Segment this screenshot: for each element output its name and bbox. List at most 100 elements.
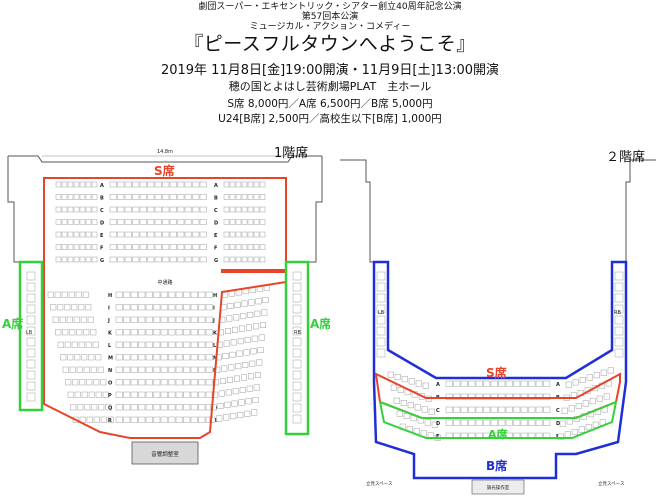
seat bbox=[153, 354, 161, 361]
seat bbox=[162, 181, 170, 188]
seat bbox=[198, 391, 206, 398]
seat bbox=[596, 395, 603, 402]
seat bbox=[145, 391, 153, 398]
seat bbox=[218, 390, 225, 397]
seat bbox=[138, 329, 146, 336]
row-label-L-right: L bbox=[213, 343, 217, 349]
seat bbox=[192, 181, 200, 188]
seat bbox=[76, 329, 83, 336]
seat bbox=[67, 194, 74, 200]
seat bbox=[453, 419, 461, 426]
seat bbox=[565, 381, 572, 388]
seat bbox=[169, 181, 177, 188]
floor2-b-label: B席 bbox=[486, 458, 507, 473]
seat bbox=[73, 231, 80, 238]
seat bbox=[168, 354, 176, 361]
seat bbox=[253, 244, 260, 250]
seat bbox=[168, 291, 176, 298]
box-seat-right bbox=[292, 282, 302, 292]
seat bbox=[578, 426, 585, 433]
seat bbox=[115, 404, 123, 411]
seat bbox=[221, 365, 228, 372]
seat bbox=[139, 244, 147, 250]
seat bbox=[198, 304, 206, 311]
seat bbox=[505, 380, 513, 387]
seat bbox=[73, 206, 80, 213]
seat bbox=[190, 341, 198, 348]
seat bbox=[109, 206, 117, 213]
seat bbox=[387, 371, 394, 378]
seat bbox=[115, 416, 123, 423]
seat bbox=[175, 329, 183, 336]
seat bbox=[600, 369, 607, 376]
seat bbox=[76, 366, 83, 373]
seat bbox=[67, 231, 74, 238]
seat bbox=[124, 206, 132, 213]
seat bbox=[160, 291, 168, 298]
seat bbox=[175, 379, 183, 386]
seat bbox=[183, 341, 191, 348]
seat bbox=[247, 311, 254, 318]
seat bbox=[205, 354, 213, 361]
seat bbox=[64, 304, 71, 311]
seat bbox=[483, 406, 491, 413]
seat bbox=[132, 219, 140, 225]
seat bbox=[124, 256, 132, 263]
seat bbox=[468, 406, 476, 413]
seat bbox=[153, 329, 161, 336]
seat bbox=[145, 416, 153, 423]
seat bbox=[145, 379, 153, 386]
seat bbox=[154, 231, 162, 238]
seat bbox=[59, 316, 66, 323]
seat bbox=[117, 256, 125, 263]
seat bbox=[138, 354, 146, 361]
row-label-K-right: K bbox=[213, 331, 218, 337]
row-label-L: L bbox=[108, 343, 112, 349]
floor1-seats: AABBCCDDEEFFGGHHIIJJKKLLMMNNOOPPQQRR bbox=[26, 181, 302, 424]
seat bbox=[61, 181, 68, 188]
seat bbox=[190, 304, 198, 311]
seat bbox=[190, 316, 198, 323]
seat bbox=[91, 219, 98, 225]
seat bbox=[138, 379, 146, 386]
seat bbox=[130, 416, 138, 423]
seat bbox=[183, 291, 191, 298]
seat bbox=[67, 181, 74, 188]
seat bbox=[229, 256, 236, 263]
seat bbox=[175, 404, 183, 411]
seat bbox=[445, 393, 453, 400]
seat bbox=[160, 366, 168, 373]
seat bbox=[138, 366, 146, 373]
row-label-H-right: H bbox=[213, 293, 217, 299]
box-seat-right bbox=[292, 370, 302, 380]
seat bbox=[205, 291, 213, 298]
width-mark: 14.8m bbox=[157, 149, 173, 155]
seat bbox=[593, 372, 600, 379]
seat bbox=[261, 309, 268, 316]
seat bbox=[72, 379, 79, 386]
seat bbox=[168, 416, 176, 423]
seat bbox=[505, 419, 513, 426]
seat bbox=[57, 341, 64, 348]
seat bbox=[190, 354, 198, 361]
seat bbox=[177, 231, 185, 238]
seat bbox=[169, 244, 177, 250]
seat bbox=[198, 366, 206, 373]
seat bbox=[85, 341, 92, 348]
seat bbox=[93, 416, 100, 423]
seat bbox=[95, 391, 102, 398]
seat bbox=[115, 291, 123, 298]
seat bbox=[235, 231, 242, 238]
seat bbox=[79, 181, 86, 188]
seat bbox=[54, 291, 61, 298]
seat bbox=[543, 380, 551, 387]
seat bbox=[79, 194, 86, 200]
row-label-Q: Q bbox=[108, 406, 112, 412]
seat bbox=[153, 379, 161, 386]
seat bbox=[607, 367, 614, 374]
seat bbox=[235, 206, 242, 213]
seat bbox=[223, 206, 230, 213]
seat bbox=[50, 304, 57, 311]
row-label-I-right: I bbox=[213, 306, 215, 312]
